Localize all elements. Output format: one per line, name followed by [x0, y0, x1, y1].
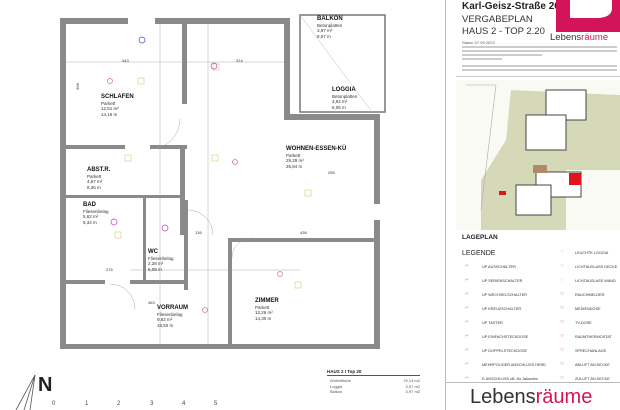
- unit-title: HAUS 2 - TOP 2.20: [462, 26, 545, 37]
- site-plan-title: LAGEPLAN: [462, 234, 498, 241]
- legend-item: ABLUFT AN DECKE: [575, 363, 610, 367]
- electrical-symbols: [107, 78, 283, 313]
- dimension: 438: [300, 230, 307, 235]
- legend-item: LEUCHTE LOGGIA: [575, 251, 609, 255]
- balcony-outline: [299, 14, 386, 113]
- walls: [60, 18, 380, 349]
- brand-logo-text: Lebensräume: [550, 32, 609, 43]
- legend-item: UP DOPPELSTECKDOSE: [482, 349, 528, 353]
- legend-symbol-icon: ○: [560, 305, 564, 311]
- legend-symbol-icon: ○: [560, 263, 564, 269]
- brand-logo-mark: [556, 0, 620, 32]
- legend-item: LICHTAUSLASS WAND: [575, 279, 616, 283]
- summary-title: HAUS 2 I Top 20: [327, 369, 420, 376]
- legend-item: ZULUFT AN DECKE: [575, 377, 610, 381]
- legend-symbol-icon: ⌐: [465, 347, 469, 353]
- supply-air-symbol: [138, 36, 146, 44]
- north-arrow: [15, 374, 36, 410]
- legend-symbol-icon: ○: [560, 333, 564, 339]
- dimension: 276: [106, 267, 113, 272]
- scale-tick: 2: [117, 401, 121, 407]
- plan-type: VERGABEPLAN: [462, 14, 533, 25]
- legend-item: UP WECHSELSCHALTER: [482, 293, 528, 297]
- floor-plan: [15, 14, 386, 410]
- legend-symbol-icon: ⌐: [465, 277, 469, 283]
- dimension: 314: [236, 58, 243, 63]
- legend-symbol-icon: ⌐: [465, 333, 469, 339]
- legend-symbol-icon: ⌐: [465, 361, 469, 367]
- north-label: N: [38, 374, 53, 396]
- legend-symbol-icon: ⌐: [465, 319, 469, 325]
- scale-tick: 4: [182, 401, 186, 407]
- legend-symbol-icon: ○: [560, 291, 564, 297]
- scale-tick: 0: [52, 401, 56, 407]
- legend-item: LICHTAUSLASS DECKE: [575, 265, 618, 269]
- legend-item: TV-DOSE: [575, 321, 592, 325]
- legend-symbol-icon: ○: [560, 347, 564, 353]
- legend-symbol-icon: ⌐: [465, 305, 469, 311]
- dimension: 265: [328, 170, 335, 175]
- legend-item: SPRECHANLAGE: [575, 349, 607, 353]
- scale-tick: 1: [85, 401, 89, 407]
- brand-logo-footer: Lebensräume: [470, 386, 593, 408]
- legend-item: RAUMTHERMOSTAT: [575, 335, 612, 339]
- legend-item: UP TASTER: [482, 321, 503, 325]
- highlighted-building: [569, 173, 581, 185]
- legend-symbol-icon: ○: [560, 375, 564, 381]
- address: Karl-Geisz-Straße 26: [462, 1, 560, 12]
- info-panel: [445, 0, 620, 410]
- legend-item: UP EINFACHSTECKDOSE: [482, 335, 529, 339]
- legend-item: MEHRPOLIGER ANSCHLUSS HERD: [482, 363, 546, 367]
- legend-item: MEDIENDOSE: [575, 307, 601, 311]
- ventilation-symbols: [110, 62, 218, 232]
- legend-symbol-icon: ○: [560, 319, 564, 325]
- date: Stand: 07.09.2023: [462, 40, 495, 45]
- dimension: 136: [195, 230, 202, 235]
- site-plan: [456, 80, 620, 230]
- scale-tick: 5: [214, 401, 218, 407]
- dimension: 463: [148, 300, 155, 305]
- legend-symbol-icon: ⌐: [465, 263, 469, 269]
- legend-item: UP SERIENSCHALTER: [482, 279, 523, 283]
- dimension: 368: [74, 83, 80, 90]
- legend-symbol-icon: ⌐: [465, 375, 469, 381]
- legend-symbol-icon: ⌐: [465, 291, 469, 297]
- dimension: 343: [122, 58, 129, 63]
- legend-item: UP KREUZSCHALTER: [482, 307, 522, 311]
- legend-title: LEGENDE: [462, 250, 496, 257]
- scale-tick: 3: [150, 401, 154, 407]
- legend-symbol-icon: ○: [560, 361, 564, 367]
- legend-item: RAUCHMELDER: [575, 293, 605, 297]
- legend-symbol-icon: ○: [560, 277, 564, 283]
- legend-item: E-ANSCHLUSS zB. für Jalousien: [482, 377, 539, 381]
- legend-item: UP AUSSCHALTER: [482, 265, 516, 269]
- legend-symbol-icon: ○: [560, 249, 564, 255]
